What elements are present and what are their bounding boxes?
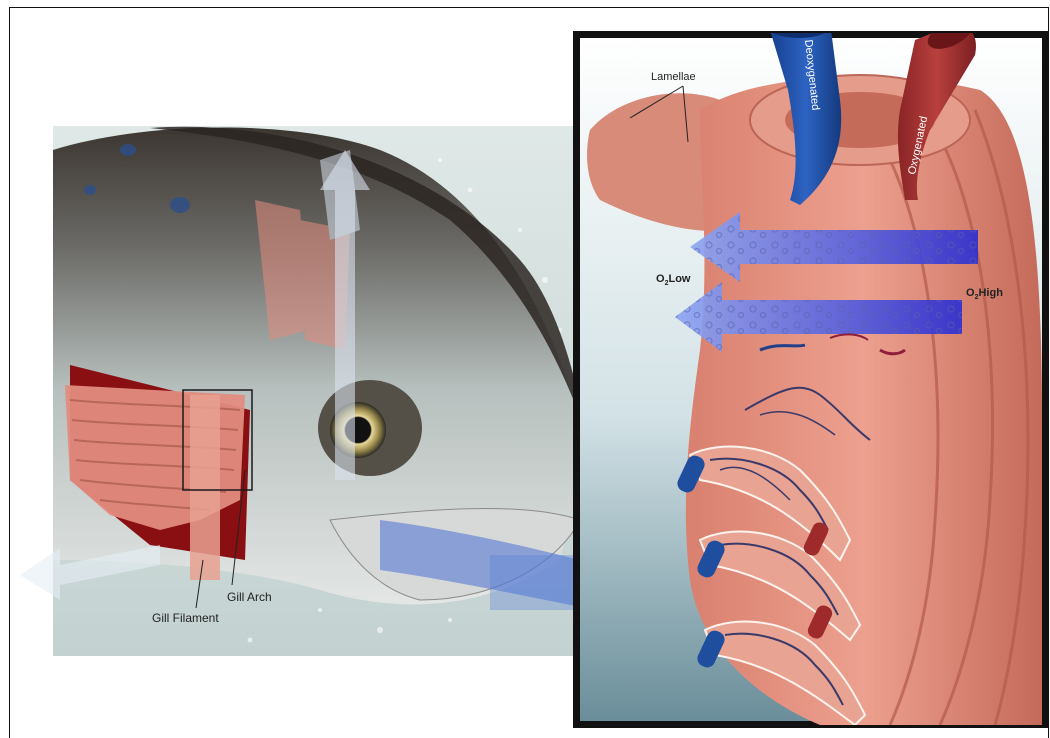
o2-high-label: O2High (966, 287, 1003, 301)
fish-panel: Gill Arch Gill Filament (20, 126, 670, 656)
gill-arch-label: Gill Arch (227, 590, 272, 604)
lamellae-panel: Deoxygenated Oxygenated (573, 13, 1049, 728)
gill-filament-label: Gill Filament (152, 611, 219, 625)
gill-filament-strip (190, 395, 220, 580)
lamellae-label: Lamellae (651, 71, 696, 83)
zoom-arrow-tail (490, 555, 580, 610)
o2-low-label: O2Low (656, 273, 691, 287)
